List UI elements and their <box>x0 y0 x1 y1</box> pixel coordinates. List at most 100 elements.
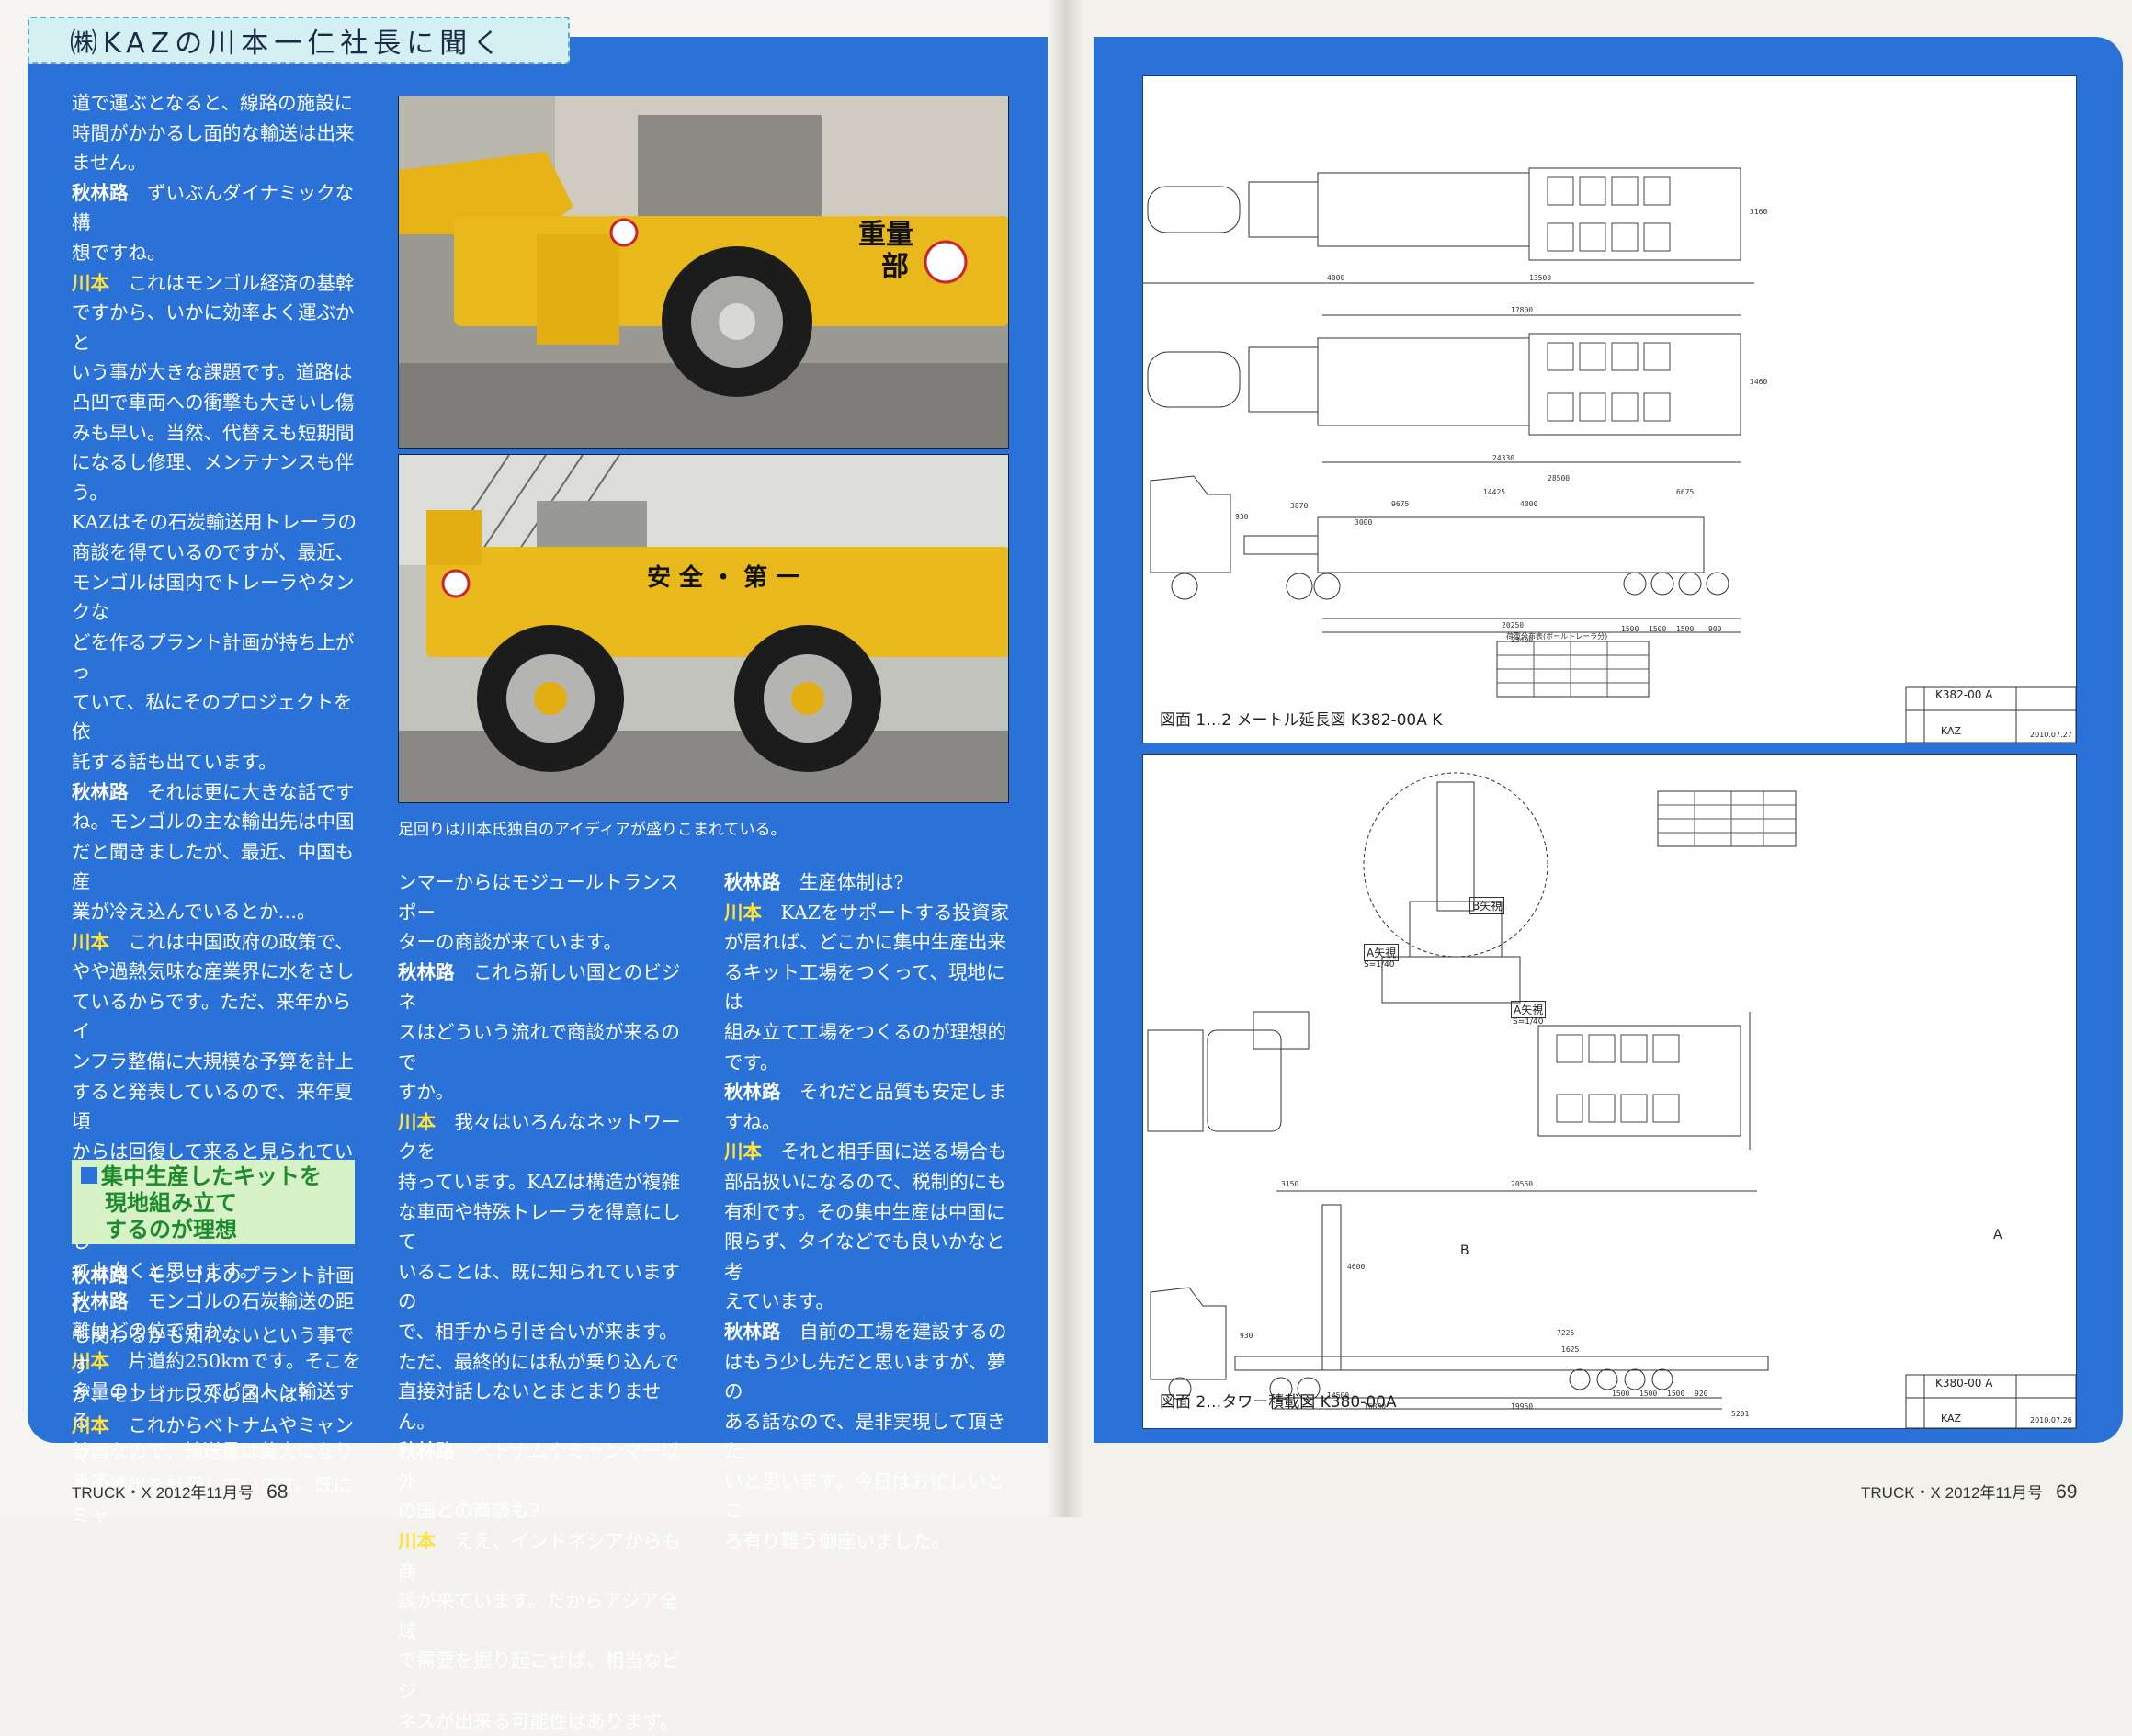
photo-trailer-top: 重 量 部 <box>398 96 1009 449</box>
svg-text:19950: 19950 <box>1511 1402 1533 1411</box>
dialogue-text: それだと品質も安定しま すね。 <box>724 1081 1007 1133</box>
arrow-label-a: A <box>1993 1228 2002 1242</box>
svg-text:900: 900 <box>1708 625 1722 633</box>
speaker-interviewer: 秋林路 <box>72 1265 129 1287</box>
speaker-interviewer: 秋林路 <box>72 780 129 803</box>
dialogue-paragraph: 川本 これはモンゴル経済の基幹 ですから、いかに効率よく運ぶかと いう事が大きな… <box>72 268 366 777</box>
speaker-interviewer: 秋林路 <box>72 1289 129 1312</box>
dialogue-text: モンゴルの石炭輸送の距 離はどの位ですか。 <box>72 1289 355 1343</box>
svg-text:24330: 24330 <box>1492 454 1514 462</box>
svg-text:13500: 13500 <box>1529 274 1551 282</box>
dialogue-paragraph: 秋林路 ずいぶんダイナミックな構 想ですね。 <box>72 178 366 268</box>
text-column-1-bottom: 秋林路 モンゴルのプラント計画に も関わるかも知れないという事です が、モンゴル… <box>72 1261 366 1530</box>
dialogue-paragraph: 秋林路 それだと品質も安定しま すね。 <box>724 1077 1018 1137</box>
svg-text:4000: 4000 <box>1520 500 1537 508</box>
speaker-kawamoto: 川本 <box>72 930 109 953</box>
page-number-right: 69 <box>2056 1481 2078 1503</box>
speaker-kawamoto: 川本 <box>724 901 762 924</box>
section-heading-line1: 集中生産したキットを <box>101 1163 322 1189</box>
dialogue-paragraph: 川本 ええ、インドネシアからも商 談が来ています。だからアジア全域 で需要を掘り… <box>398 1526 692 1736</box>
page-gutter <box>1048 0 1084 1517</box>
svg-text:3150: 3150 <box>1281 1180 1298 1188</box>
dialogue-text: それと相手国に送る場合も 部品扱いになるので、税制的にも 有利です。その集中生産… <box>724 1140 1007 1313</box>
dialogue-text: ええ、インドネシアからも商 談が来ています。だからアジア全域 で需要を掘り起こせ… <box>398 1530 681 1732</box>
page-number-left: 68 <box>266 1481 289 1503</box>
speaker-kawamoto: 川本 <box>398 1530 436 1553</box>
speaker-kawamoto: 川本 <box>398 1110 436 1133</box>
dialogue-paragraph: 道で運ぶとなると、線路の施設に 時間がかかるし面的な輸送は出来 ません。 <box>72 88 366 178</box>
svg-text:3000: 3000 <box>1355 518 1372 527</box>
svg-text:1500: 1500 <box>1649 625 1666 633</box>
svg-text:920: 920 <box>1695 1390 1708 1398</box>
svg-text:9675: 9675 <box>1391 500 1409 508</box>
svg-text:28500: 28500 <box>1548 474 1570 482</box>
svg-text:5201: 5201 <box>1731 1410 1749 1418</box>
dialogue-text: ずいぶんダイナミックな構 想ですね。 <box>72 181 355 264</box>
dialogue-paragraph: 川本 片道約250kmです。そこを 多量のトレーラでピストン輸送する 計画なので… <box>72 1346 366 1496</box>
dialogue-paragraph: 秋林路 これら新しい国とのビジネ スはどういう流れで商談が来るので すか。 <box>398 958 692 1107</box>
footer-left-magazine: TRUCK・X 2012年11月号 <box>72 1484 255 1502</box>
svg-text:1500: 1500 <box>1612 1390 1629 1398</box>
dialogue-paragraph: 川本 それと相手国に送る場合も 部品扱いになるので、税制的にも 有利です。その集… <box>724 1137 1018 1317</box>
svg-text:23400: 23400 <box>1511 636 1533 644</box>
drawing-2-caption: 図面 2…タワー積載図 K380-00A <box>1160 1393 1397 1412</box>
square-bullet-icon <box>81 1167 97 1184</box>
dialogue-paragraph: 川本 これからベトナムやミャンマー への進出を計画しています。既にミャ <box>72 1411 366 1530</box>
dialogue-paragraph: 秋林路 モンゴルのプラント計画に も関わるかも知れないという事です が、モンゴル… <box>72 1261 366 1411</box>
svg-text:20550: 20550 <box>1511 1180 1533 1188</box>
view-label-b: B矢視 <box>1469 897 1505 914</box>
svg-text:1500: 1500 <box>1639 1390 1657 1398</box>
svg-text:1625: 1625 <box>1561 1345 1579 1354</box>
dialogue-paragraph: 川本 我々はいろんなネットワークを 持っています。KAZは構造が複雑 な車両や特… <box>398 1107 692 1437</box>
article-header: ㈱KAZの川本一仁社長に聞く <box>28 17 570 64</box>
speaker-interviewer: 秋林路 <box>398 960 455 983</box>
svg-text:16800: 16800 <box>1364 1402 1386 1411</box>
svg-text:14425: 14425 <box>1483 488 1505 496</box>
dialogue-paragraph: 秋林路 生産体制は? <box>724 868 1018 898</box>
dialogue-paragraph: 秋林路 モンゴルの石炭輸送の距 離はどの位ですか。 <box>72 1287 366 1346</box>
svg-text:20250: 20250 <box>1502 621 1524 630</box>
text-column-3: 秋林路 生産体制は?川本 KAZをサポートする投資家 が居れば、どこかに集中生産… <box>724 868 1018 1557</box>
photo-trailer-bottom: 安 全 ・ 第 一 <box>398 454 1009 803</box>
svg-text:1500: 1500 <box>1676 625 1694 633</box>
view-label-a-scale: S=1/40 <box>1364 960 1395 970</box>
drawing-2-maker: KAZ <box>1941 1413 1962 1424</box>
speaker-kawamoto: 川本 <box>72 1413 109 1436</box>
speaker-interviewer: 秋林路 <box>72 181 129 204</box>
drawing-1-date: 2010.07.27 <box>2030 731 2072 739</box>
svg-text:荷重分布表(ボールトレーラ分): 荷重分布表(ボールトレーラ分) <box>1506 631 1607 641</box>
dialogue-paragraph: 秋林路 それは更に大きな話です ね。モンゴルの主な輸出先は中国 だと聞きましたが… <box>72 777 366 927</box>
text-column-1: 道で運ぶとなると、線路の施設に 時間がかかるし面的な輸送は出来 ません。秋林路 … <box>72 88 366 1496</box>
article-title: ㈱KAZの川本一仁社長に聞く <box>70 28 506 60</box>
drawing-1-code: K382-00 A <box>1935 688 1993 701</box>
dialogue-paragraph: 秋林路 自前の工場を建設するの はもう少し先だと思いますが、夢の ある話なので、… <box>724 1317 1018 1557</box>
dialogue-text: モンゴルのプラント計画に も関わるかも知れないという事です が、モンゴル以外の国… <box>72 1265 355 1407</box>
svg-text:7225: 7225 <box>1557 1329 1574 1337</box>
dialogue-text: これはモンゴル経済の基幹 ですから、いかに効率よく運ぶかと いう事が大きな課題で… <box>72 271 357 774</box>
drawing-1-maker: KAZ <box>1941 725 1962 737</box>
dialogue-text: 生産体制は? <box>780 871 904 893</box>
svg-text:1500: 1500 <box>1667 1390 1684 1398</box>
view-label-a2: A矢視 <box>1511 1001 1547 1018</box>
svg-text:1500: 1500 <box>1621 625 1639 633</box>
svg-text:安 全 ・ 第 一: 安 全 ・ 第 一 <box>647 563 800 592</box>
arrow-label-b: B <box>1460 1243 1469 1258</box>
drawing-2-code: K380-00 A <box>1935 1377 1993 1390</box>
speaker-interviewer: 秋林路 <box>724 871 781 893</box>
dialogue-text: 片道約250kmです。そこを 多量のトレーラでピストン輸送する 計画なので、輸送… <box>72 1349 361 1492</box>
svg-text:3870: 3870 <box>1290 502 1308 510</box>
footer-right-magazine: TRUCK・X 2012年11月号 <box>1861 1484 2044 1502</box>
speaker-kawamoto: 川本 <box>72 1349 109 1372</box>
svg-text:4000: 4000 <box>1327 274 1344 282</box>
svg-text:17800: 17800 <box>1511 306 1533 314</box>
section-heading-line3: するのが理想 <box>105 1217 237 1242</box>
speaker-interviewer: 秋林路 <box>724 1320 781 1343</box>
speaker-kawamoto: 川本 <box>72 271 109 294</box>
dialogue-text: 道で運ぶとなると、線路の施設に 時間がかかるし面的な輸送は出来 ません。 <box>72 92 355 175</box>
footer-right: TRUCK・X 2012年11月号 69 <box>1861 1480 2077 1503</box>
svg-text:3160: 3160 <box>1750 208 1767 216</box>
dialogue-text: それは更に大きな話です ね。モンゴルの主な輸出先は中国 だと聞きましたが、最近、… <box>72 780 355 924</box>
dialogue-text: ンマーからはモジュールトランスポー ターの商談が来ています。 <box>398 871 679 954</box>
